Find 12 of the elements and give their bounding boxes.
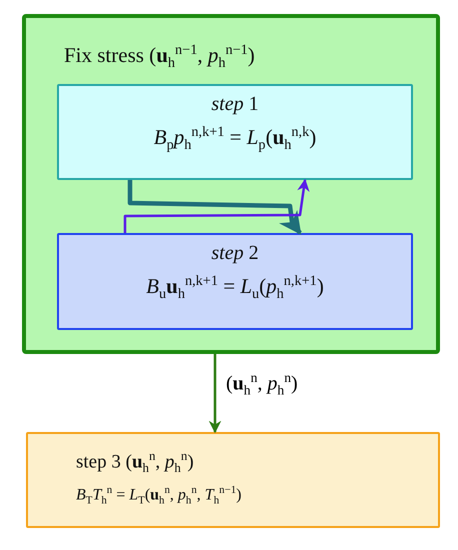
process-box bbox=[57, 84, 413, 180]
equation-text: B$_{T}$T$_{h}$$^{n}$ = L$_{T}$(u$_{h}$$^{n}$, p$_{h}$$^{n}$, T$_{h}$$^{n−1}$) bbox=[76, 484, 242, 508]
equation-text: B$_{u}$u$_{h}$$^{n,k+1}$ = L$_{u}$(p$_{h}$$^{n,k+1}$) bbox=[146, 273, 324, 304]
box-title: step 1 bbox=[211, 92, 259, 116]
arrow bbox=[208, 354, 222, 434]
box-title: Fix stress (u$_{h}$$^{n−1}$, p$_{h}$$^{n−1}$) bbox=[64, 42, 255, 72]
process-box bbox=[26, 432, 440, 528]
equation-text: B$_{p}$p$_{h}$$^{n,k+1}$ = L$_{p}$(u$_{h}$$^{n,k}$) bbox=[154, 124, 316, 154]
process-box bbox=[57, 233, 413, 330]
box-title: step 2 bbox=[211, 241, 259, 265]
process-box bbox=[22, 14, 440, 354]
box-title: step 3 (u$_{h}$$^{n}$, p$_{h}$$^{n}$) bbox=[76, 448, 194, 476]
